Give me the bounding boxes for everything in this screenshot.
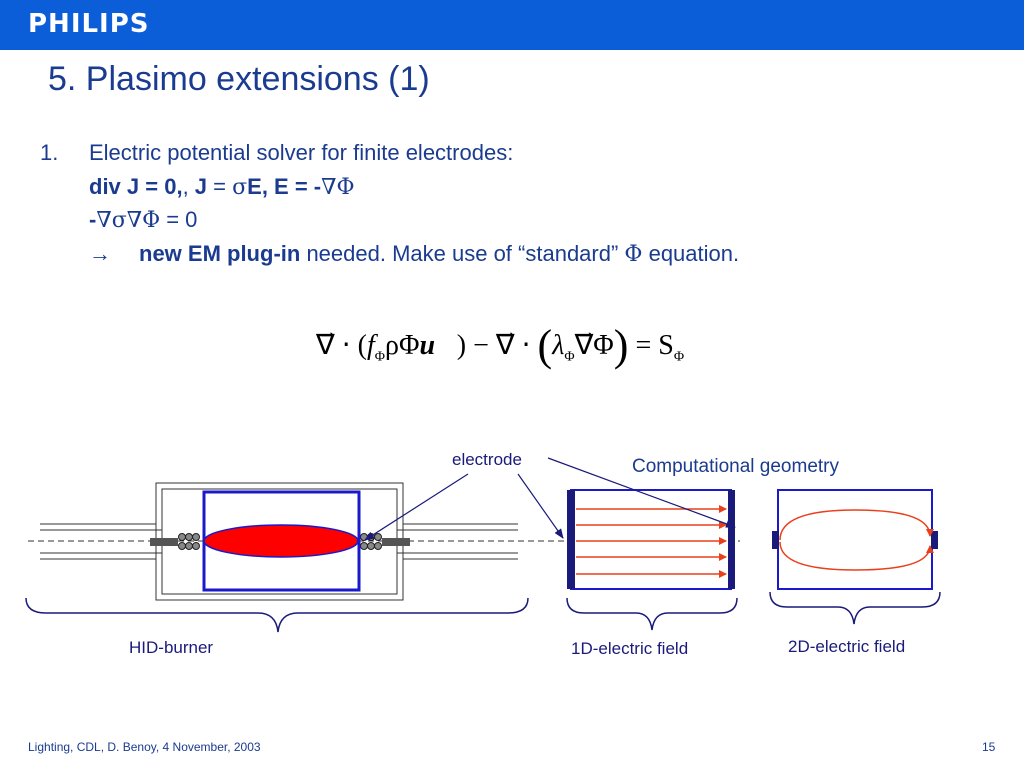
philips-logo: PHILIPS bbox=[28, 9, 150, 39]
hid-burner-label: HID-burner bbox=[129, 638, 214, 657]
footer-text: Lighting, CDL, D. Benoy, 4 November, 200… bbox=[28, 740, 261, 754]
field-1d-arrows bbox=[576, 505, 727, 578]
grad-sigma-grad-phi: ∇σ∇Φ bbox=[96, 208, 161, 233]
eq-equals-s: = S bbox=[628, 330, 674, 361]
make-use-text: needed. Make use of “standard” bbox=[300, 241, 625, 266]
eq-lambda: λ bbox=[552, 330, 565, 361]
field-1d-right-electrode bbox=[728, 490, 735, 589]
item-line-3: -∇σ∇Φ = 0 bbox=[89, 207, 197, 233]
equals-text: = bbox=[207, 174, 233, 199]
field-2d-brace bbox=[769, 591, 941, 625]
diagram bbox=[25, 457, 941, 633]
page-number: 15 bbox=[982, 740, 996, 754]
plasma-arc bbox=[203, 524, 359, 558]
left-electrode bbox=[150, 533, 200, 550]
field-2d-right-electrode bbox=[931, 531, 938, 549]
slide-title: 5. Plasimo extensions (1) bbox=[48, 60, 430, 98]
field-2d-arrows bbox=[779, 509, 934, 571]
new-em-plugin-text: new EM plug-in bbox=[139, 241, 301, 266]
equation-word: equation. bbox=[642, 241, 740, 266]
item-number: 1. bbox=[40, 140, 59, 165]
arrow-right-icon: → bbox=[89, 241, 111, 266]
eq-div: ∇⃗ ⋅ ( bbox=[316, 330, 367, 361]
sigma-symbol: σ bbox=[232, 175, 248, 200]
item-line-2: div J = 0,, J = σE, E = -∇Φ bbox=[89, 174, 355, 200]
eq-left-paren: ( bbox=[537, 321, 553, 370]
equals-zero-text: = 0 bbox=[160, 207, 198, 232]
e-text: E, E = - bbox=[247, 174, 322, 199]
transport-equation: ∇⃗ ⋅ (fΦρΦu⃗) − ∇⃗ ⋅ (λΦ∇⃗Φ) = SΦ bbox=[316, 320, 684, 371]
computational-geometry-label: Computational geometry bbox=[632, 456, 839, 477]
eq-grad-phi: ∇⃗Φ bbox=[574, 330, 614, 361]
field-1d-label: 1D-electric field bbox=[571, 639, 689, 658]
item-line-4: → new EM plug-in needed. Make use of “sta… bbox=[89, 241, 739, 267]
field-2d-left-electrode bbox=[772, 531, 779, 549]
electrode-label: electrode bbox=[452, 450, 522, 469]
eq-minus-div: ) − ∇⃗ ⋅ bbox=[456, 330, 538, 361]
eq-u: u⃗ bbox=[419, 330, 457, 361]
phi-symbol: Φ bbox=[624, 242, 643, 267]
field-1d-brace bbox=[566, 597, 738, 631]
minus-text: - bbox=[89, 207, 97, 232]
eq-rho-phi: ρΦ bbox=[384, 330, 420, 361]
electrode-pointer-burner bbox=[364, 473, 469, 541]
item-line-1: Electric potential solver for finite ele… bbox=[89, 140, 514, 165]
electrode-pointer-1d bbox=[517, 473, 564, 539]
eq-f: f bbox=[366, 330, 375, 361]
hid-brace bbox=[25, 597, 529, 633]
field-2d-label: 2D-electric field bbox=[788, 637, 906, 656]
eq-sub-phi-2: Φ bbox=[564, 349, 575, 365]
electrode-pointer-2d bbox=[547, 457, 736, 528]
eq-sub-phi-1: Φ bbox=[374, 349, 385, 365]
div-j-text: div J = 0, bbox=[89, 174, 183, 199]
comma-text: , bbox=[182, 174, 195, 199]
j-text: J bbox=[194, 174, 208, 199]
eq-right-paren: ) bbox=[613, 321, 629, 370]
header-bar: PHILIPS bbox=[0, 0, 1024, 50]
field-2d-box bbox=[777, 489, 933, 590]
eq-sub-phi-3: Φ bbox=[673, 349, 685, 365]
grad-phi-symbol: ∇Φ bbox=[321, 175, 355, 200]
field-1d-left-electrode bbox=[567, 490, 575, 589]
